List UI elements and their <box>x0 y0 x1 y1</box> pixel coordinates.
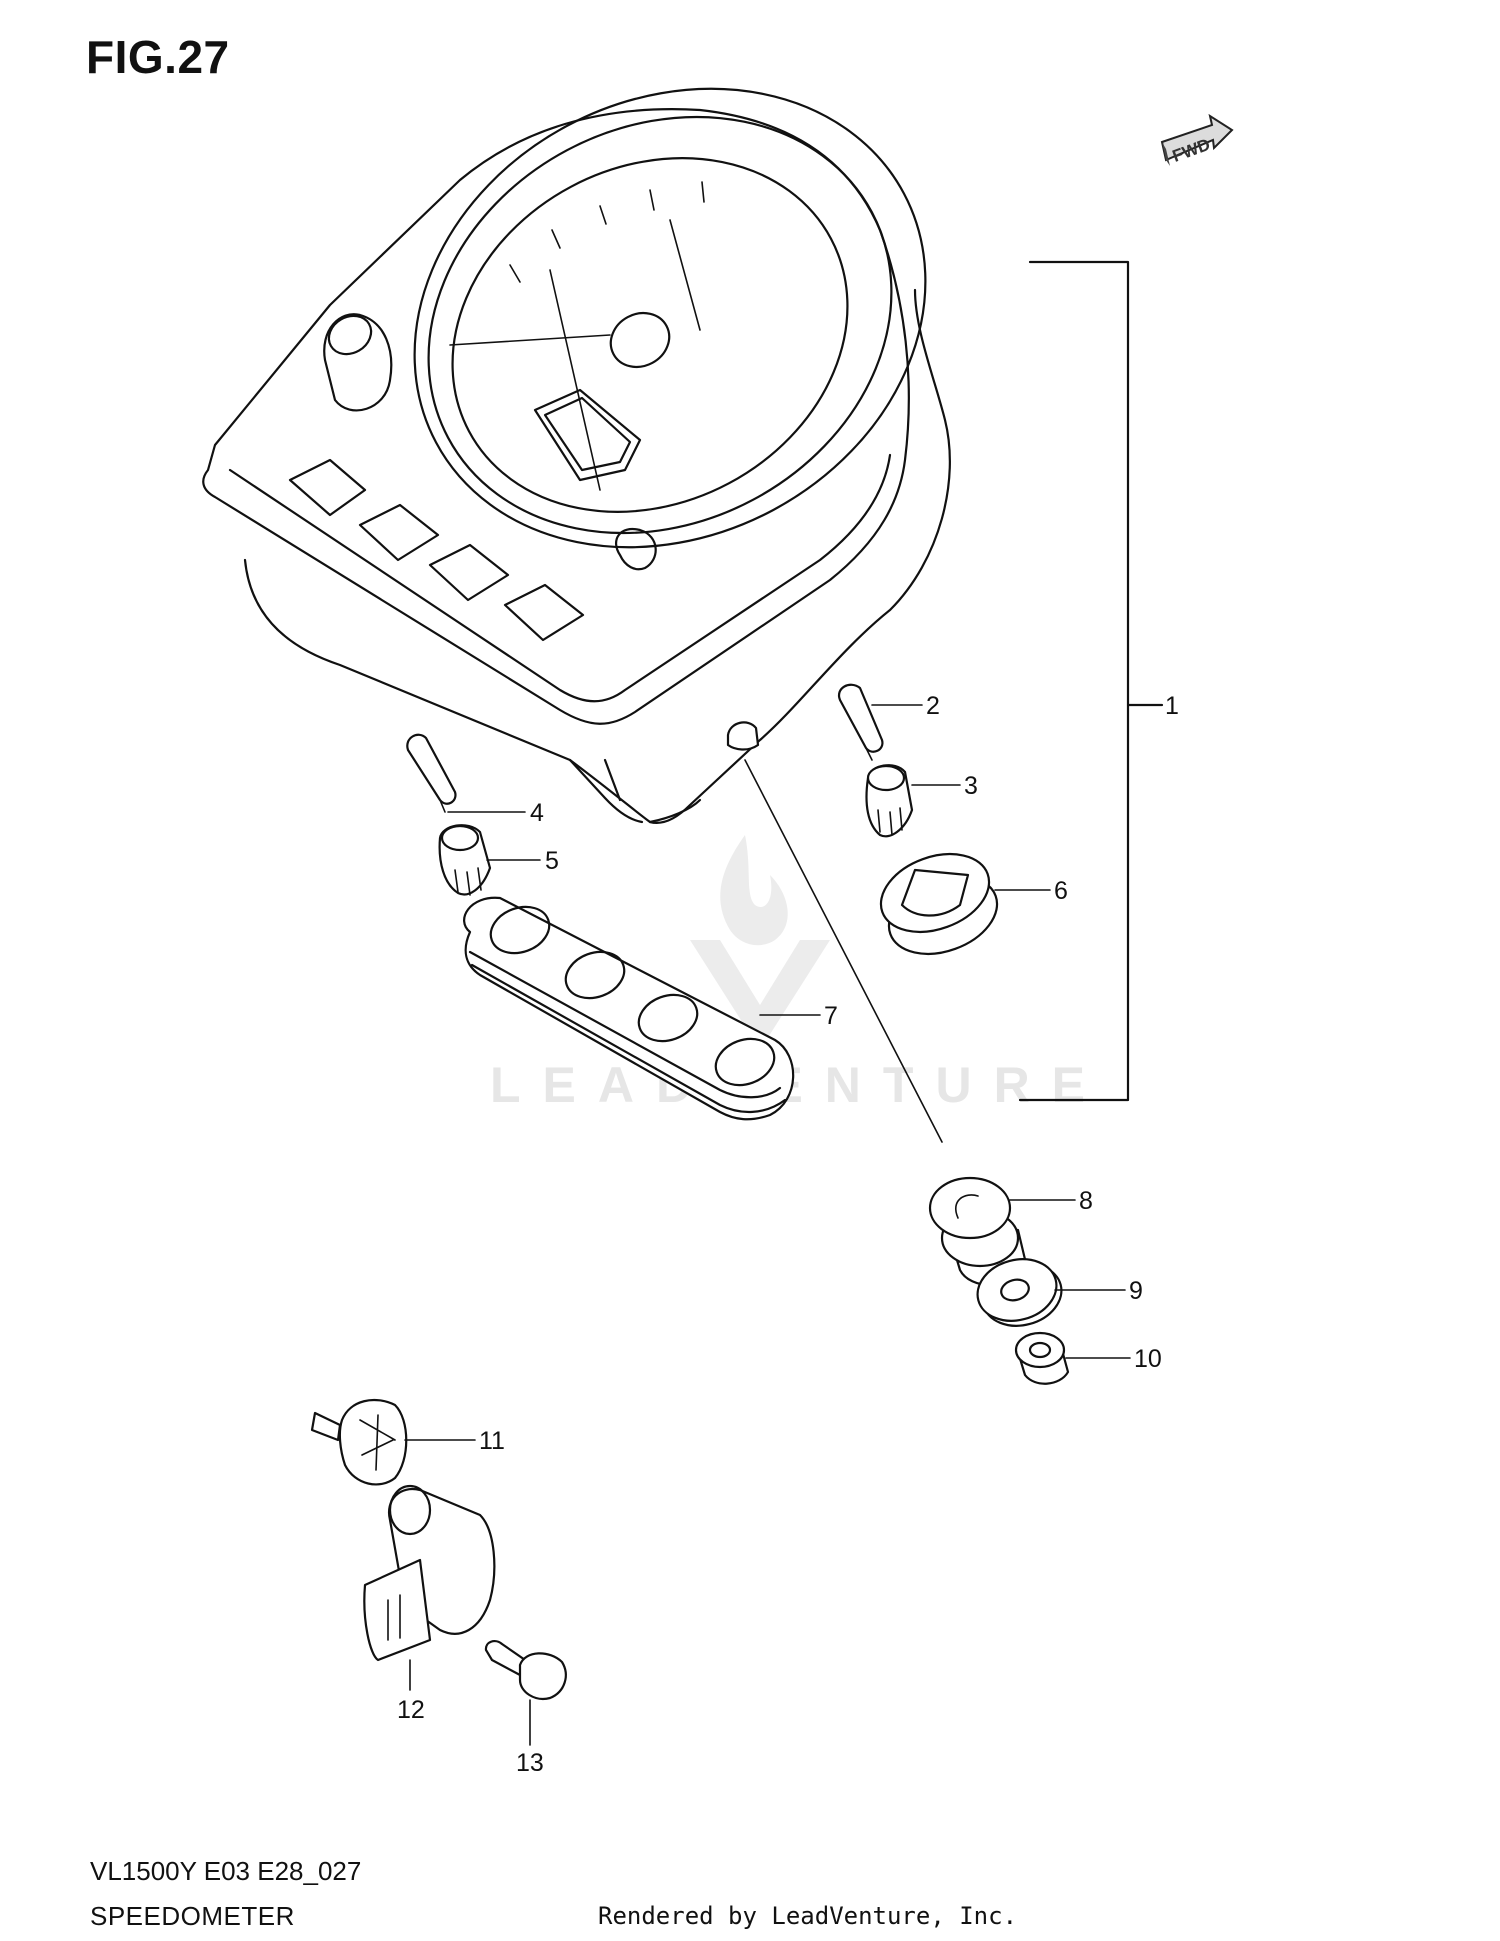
socket-left-drawing <box>438 824 492 896</box>
part-number-label: 4 <box>530 799 544 827</box>
figure-title: FIG.27 <box>86 31 230 83</box>
assembly-bracket <box>1018 260 1164 1102</box>
watermark-flame-icon <box>720 835 788 946</box>
part-number-label: 8 <box>1079 1187 1093 1215</box>
nut-drawing <box>1014 1331 1070 1385</box>
section-name: SPEEDOMETER <box>90 1901 295 1931</box>
part-number-label: 1 <box>1165 692 1179 720</box>
part-number-label: 5 <box>545 847 559 875</box>
part-number-label: 2 <box>926 692 940 720</box>
watermark-v-icon <box>690 940 830 1050</box>
bulb-left-drawing <box>406 733 457 813</box>
part-number-label: 12 <box>397 1696 425 1724</box>
socket-right-drawing <box>865 764 914 838</box>
fwd-arrow-icon <box>1160 113 1234 162</box>
grommet-drawing <box>879 853 999 955</box>
part-number-label: 6 <box>1054 877 1068 905</box>
fwd-arrow-badge: FWD <box>1160 113 1234 166</box>
part-number-label: 9 <box>1129 1277 1143 1305</box>
watermark-text: LEADVENTURE <box>490 1057 1107 1113</box>
part-number-label: 13 <box>516 1749 544 1777</box>
bolt-drawing <box>484 1640 567 1746</box>
part-number-label: 10 <box>1134 1345 1162 1373</box>
part-number-label: 11 <box>479 1427 505 1455</box>
bulb-right-drawing <box>837 683 884 761</box>
washer-drawing <box>976 1258 1063 1327</box>
speed-sensor-drawing <box>363 1484 496 1691</box>
indicator-plate-drawing <box>463 896 795 1121</box>
part-number-label: 7 <box>824 1002 838 1030</box>
leader-lines <box>404 704 1131 1441</box>
model-code: VL1500Y E03 E28_027 <box>90 1856 362 1886</box>
speedometer-assembly-drawing <box>202 87 951 1143</box>
screw-drawing <box>310 1398 408 1486</box>
part-number-label: 3 <box>964 772 978 800</box>
render-credit: Rendered by LeadVenture, Inc. <box>598 1902 1018 1930</box>
part-number-labels: 1 2 3 4 5 6 7 8 9 10 11 12 13 <box>397 692 1179 1777</box>
